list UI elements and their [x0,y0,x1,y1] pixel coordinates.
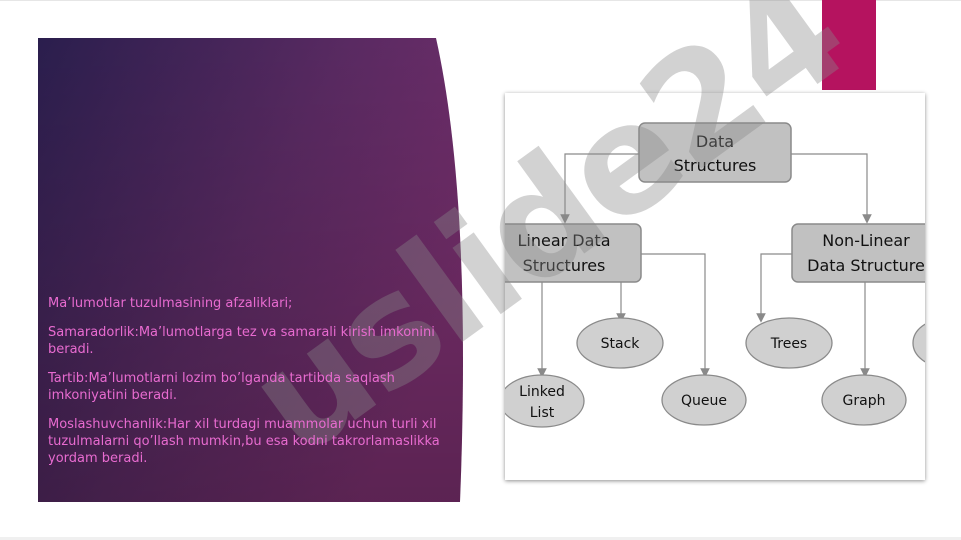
leaf-linked-line2: List [530,405,555,421]
data-structures-diagram: Data Structures Linear Data Structures N… [505,122,925,428]
nonlinear-line2: Data Structure [807,256,925,275]
text-body: Ma’lumotlar tuzulmasining afzaliklari; S… [48,295,448,479]
leaf-queue: Queue [661,374,747,426]
text-heading: Ma’lumotlar tuzulmasining afzaliklari; [48,296,293,311]
leaf-trees-label: Trees [770,336,807,352]
nonlinear-line1: Non-Linear [822,231,910,250]
top-divider [0,0,961,1]
leaf-graph-label: Graph [843,393,886,409]
leaf-partial [912,323,925,363]
leaf-stack: Stack [576,317,664,369]
linear-line1: Linear Data [517,231,610,250]
leaf-linked-list: Linked List [505,374,585,428]
text-item-3: Moslashuvchanlik:Har xil turdagi muammol… [48,417,440,466]
accent-bar [822,0,876,90]
text-item-2: Tartib:Ma’lumotlarni lozim bo’lganda tar… [48,371,395,403]
leaf-queue-label: Queue [681,393,727,409]
leaf-stack-label: Stack [601,336,641,352]
linear-line2: Structures [523,256,606,275]
text-item-1: Samaradorlik:Ma’lumotlarga tez va samara… [48,325,435,357]
root-node: Data Structures [638,122,792,183]
nonlinear-node: Non-Linear Data Structure [791,223,925,283]
panel-shade [38,38,463,502]
connector-lines [537,153,872,378]
leaf-linked-line1: Linked [519,384,565,400]
root-line2: Structures [674,156,757,175]
root-line1: Data [696,132,734,151]
bottom-divider [0,537,961,540]
leaf-graph: Graph [821,374,907,426]
linear-node: Linear Data Structures [505,223,642,283]
leaf-trees: Trees [745,317,833,369]
